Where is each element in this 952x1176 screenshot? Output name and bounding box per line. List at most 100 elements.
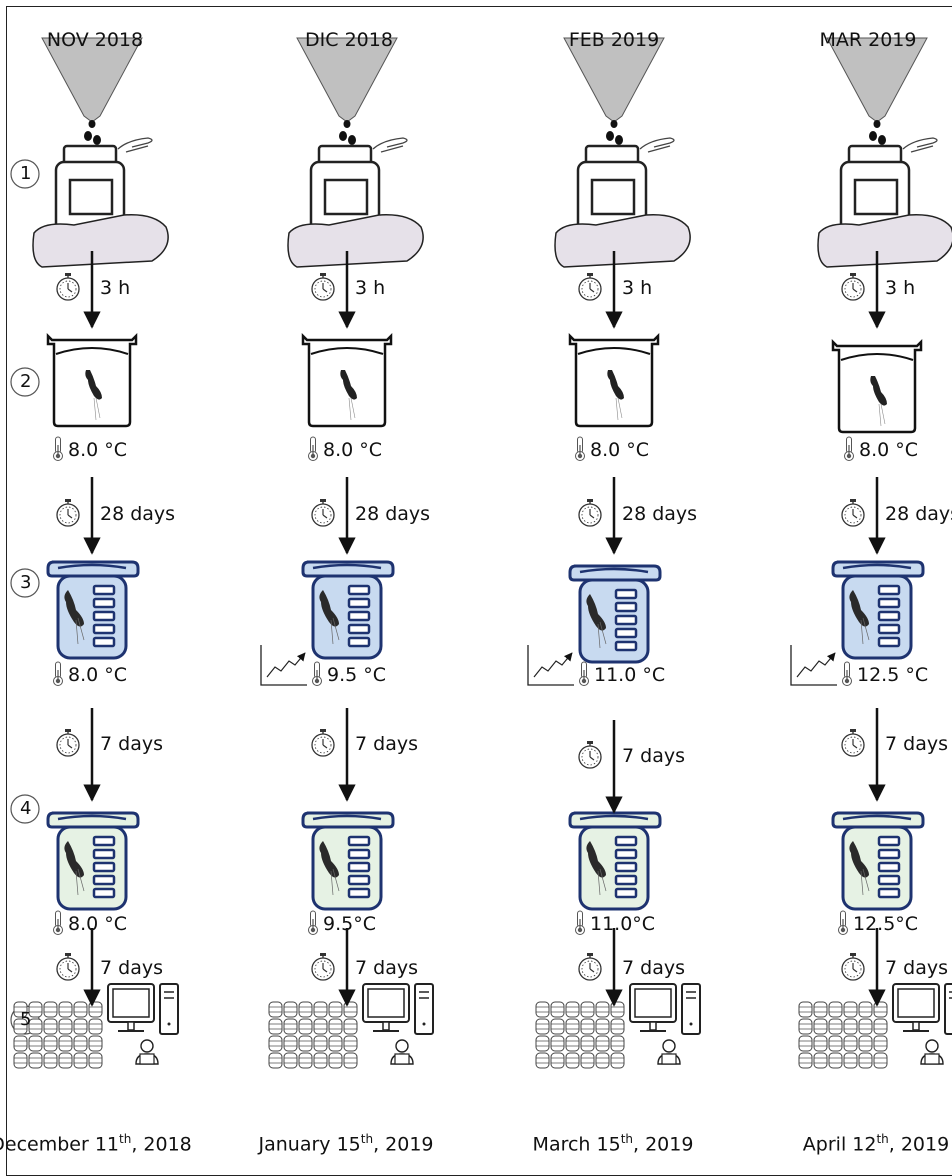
stopwatch-icon [578, 741, 602, 769]
step-number: 4 [20, 798, 32, 819]
stopwatch-icon [56, 953, 80, 981]
duration-label: 28 days [885, 503, 952, 525]
duration-label: 7 days [622, 957, 685, 979]
step-number: 1 [20, 163, 32, 184]
month-header: MAR 2019 [819, 29, 917, 51]
stopwatch-icon [841, 953, 865, 981]
sampling-date-suffix: th [620, 1132, 634, 1146]
sampling-date-text: December 11 [0, 1133, 119, 1156]
beaker-with-copepod [568, 332, 660, 428]
temperature-label: 11.0 °C [594, 664, 666, 686]
stopwatch-icon [578, 273, 602, 301]
step-number: 2 [20, 371, 32, 392]
duration-label: 7 days [355, 733, 418, 755]
thermometer-icon [838, 910, 848, 935]
thermometer-icon [312, 661, 322, 686]
dropper-and-bottle [554, 37, 691, 268]
duration-label: 3 h [355, 277, 386, 299]
beaker-with-copepod [301, 332, 393, 428]
stopwatch-icon [841, 273, 865, 301]
duration-label: 7 days [355, 957, 418, 979]
temperature-label: 8.0 °C [68, 664, 128, 686]
sampling-date-suffix: th [119, 1132, 132, 1146]
thermometer-icon [308, 436, 318, 461]
sampling-date-text: March 15 [532, 1133, 621, 1156]
stopwatch-icon [578, 499, 602, 527]
duration-label: 7 days [100, 733, 163, 755]
thermometer-icon [579, 661, 589, 686]
sampling-date-year: , 2019 [633, 1133, 694, 1156]
stopwatch-icon [56, 499, 80, 527]
sampling-date-suffix: th [876, 1132, 889, 1146]
temperature-label: 11.0°C [590, 913, 656, 935]
temperature-label: 8.0 °C [68, 913, 128, 935]
beaker-with-copepod [831, 338, 923, 434]
beaker-with-copepod [46, 332, 138, 428]
sampling-date-year: , 2019 [373, 1133, 434, 1156]
stopwatch-icon [841, 729, 865, 757]
temperature-label: 8.0 °C [68, 439, 128, 461]
acclimation-beaker [568, 564, 662, 664]
thermometer-icon [844, 436, 854, 461]
step-marker-3 [10, 568, 40, 598]
step-marker-2 [10, 367, 40, 397]
step-number: 3 [20, 572, 32, 593]
exposure-beaker [568, 811, 662, 911]
stopwatch-icon [311, 273, 335, 301]
sampling-date-year: , 2019 [888, 1133, 950, 1156]
sampling-date: December 11th, 2018 [0, 1132, 192, 1155]
sampling-date-suffix: th [360, 1132, 374, 1146]
month-header: FEB 2019 [568, 29, 660, 51]
exposure-beaker [46, 811, 140, 911]
duration-label: 7 days [100, 957, 163, 979]
data-and-computer-icon [268, 983, 434, 1069]
duration-label: 7 days [885, 733, 948, 755]
thermometer-icon [53, 661, 63, 686]
temperature-label: 12.5°C [853, 913, 919, 935]
acclimation-beaker [301, 560, 395, 660]
duration-label: 7 days [885, 957, 948, 979]
sampling-date: January 15th, 2019 [259, 1132, 434, 1155]
step-marker-4 [10, 794, 40, 824]
stopwatch-icon [56, 729, 80, 757]
temperature-label: 8.0 °C [590, 439, 650, 461]
sampling-date-text: January 15 [258, 1133, 361, 1156]
duration-label: 28 days [355, 503, 431, 525]
dropper-and-bottle [287, 37, 424, 268]
sampling-date-year: , 2018 [131, 1133, 192, 1156]
thermometer-icon [575, 436, 585, 461]
duration-label: 3 h [885, 277, 916, 299]
thermometer-icon [575, 910, 585, 935]
stopwatch-icon [311, 499, 335, 527]
data-and-computer-icon [535, 983, 701, 1069]
month-header: NOV 2018 [46, 29, 144, 51]
stopwatch-icon [841, 499, 865, 527]
thermometer-icon [53, 910, 63, 935]
temperature-increase-icon [527, 645, 574, 686]
temperature-label: 9.5°C [323, 913, 376, 935]
exposure-beaker [831, 811, 925, 911]
duration-label: 3 h [622, 277, 653, 299]
sampling-date: April 12th, 2019 [803, 1132, 949, 1155]
step-marker-1 [10, 159, 40, 189]
temperature-label: 9.5 °C [327, 664, 387, 686]
stopwatch-icon [311, 953, 335, 981]
temperature-label: 12.5 °C [857, 664, 929, 686]
thermometer-icon [53, 436, 63, 461]
thermometer-icon [842, 661, 852, 686]
stopwatch-icon [56, 273, 80, 301]
exposure-beaker [301, 811, 395, 911]
step-number: 5 [20, 1009, 32, 1030]
duration-label: 28 days [622, 503, 698, 525]
dropper-and-bottle [817, 37, 952, 268]
stopwatch-icon [578, 953, 602, 981]
temperature-increase-icon [260, 645, 307, 686]
stopwatch-icon [311, 729, 335, 757]
acclimation-beaker [831, 560, 925, 660]
data-and-computer-icon [798, 983, 952, 1069]
duration-label: 7 days [622, 745, 685, 767]
sampling-date-text: April 12 [802, 1133, 877, 1156]
duration-label: 3 h [100, 277, 131, 299]
temperature-label: 8.0 °C [323, 439, 383, 461]
